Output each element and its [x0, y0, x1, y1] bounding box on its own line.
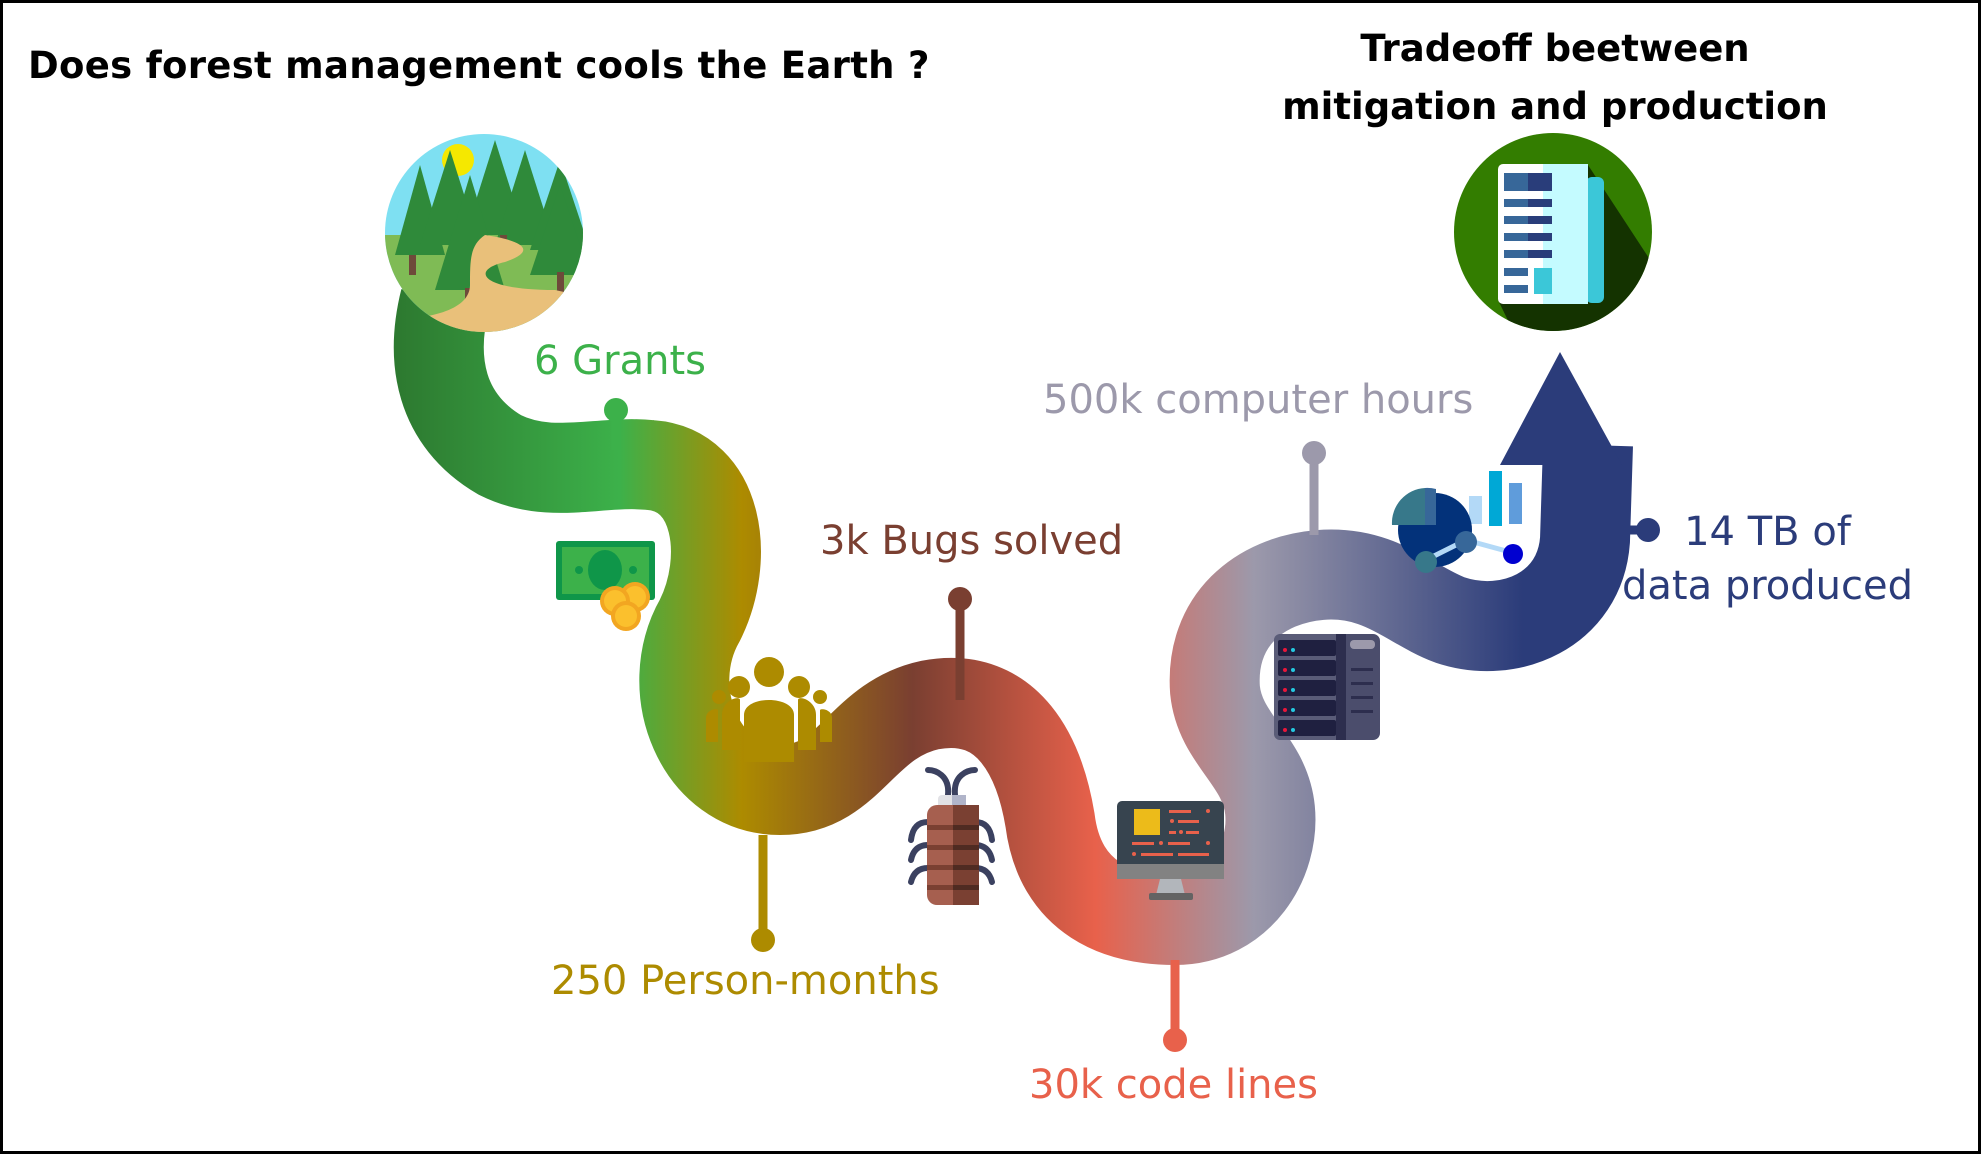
connector-grants — [604, 398, 628, 450]
milestone-label-grants: 6 Grants — [534, 338, 706, 384]
title-right-line2: mitigation and production — [1282, 85, 1828, 128]
arrow-head — [1500, 352, 1622, 465]
milestone-label-code: 30k code lines — [1029, 1062, 1318, 1108]
data-label-line2: data produced — [1622, 563, 1913, 609]
title-right-line1: Tradeoff beetween — [1360, 27, 1750, 70]
milestone-label-compute: 500k computer hours — [1043, 377, 1474, 423]
code-monitor-icon — [1117, 801, 1224, 900]
progress-ribbon — [393, 289, 1633, 966]
report-document-icon — [1454, 133, 1652, 331]
connector-compute — [1302, 441, 1326, 535]
server-icon — [1274, 634, 1380, 740]
connector-data — [1610, 518, 1660, 542]
bug-icon — [908, 767, 995, 905]
milestone-label-data: 14 TB of data produced — [1622, 505, 1913, 613]
milestone-label-bugs: 3k Bugs solved — [820, 518, 1124, 564]
milestone-label-person-months: 250 Person-months — [551, 958, 940, 1004]
analytics-icon — [1391, 471, 1523, 573]
connector-code — [1163, 960, 1187, 1052]
connector-bugs — [948, 587, 972, 700]
money-icon — [556, 541, 655, 631]
data-label-line1: 14 TB of — [1684, 509, 1851, 555]
connector-person-months — [751, 835, 775, 952]
page-title-right: Tradeoff beetween mitigation and product… — [1230, 20, 1880, 136]
page-title-left: Does forest management cools the Earth ? — [28, 44, 930, 87]
team-icon — [706, 657, 832, 762]
